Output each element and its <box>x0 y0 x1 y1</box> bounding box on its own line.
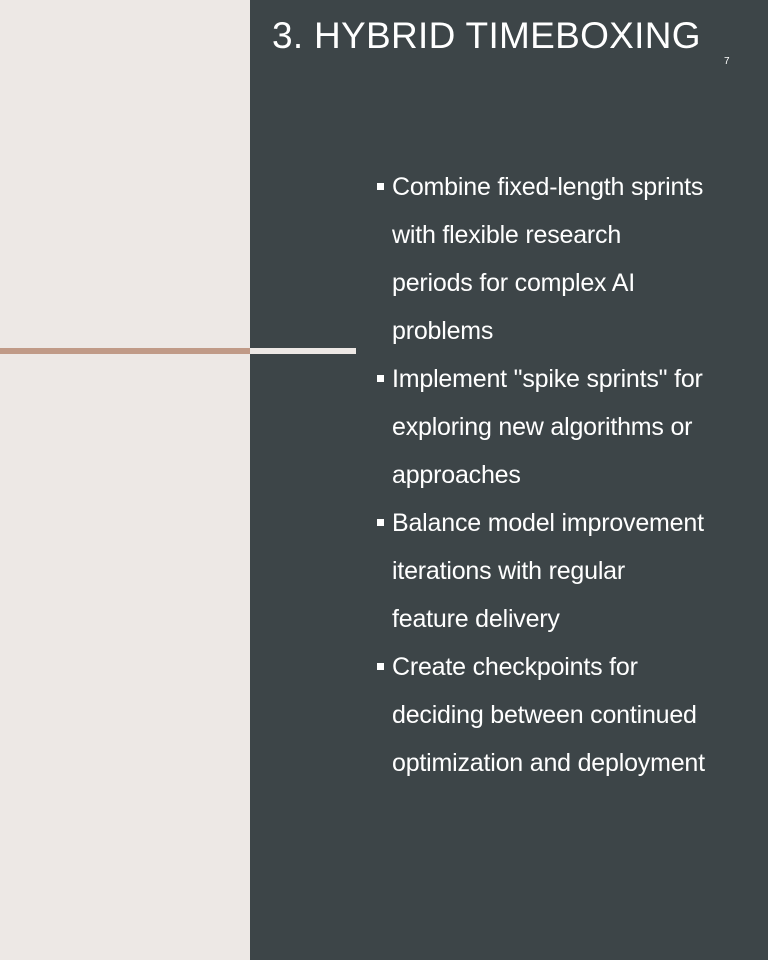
bullet-item: Implement "spike sprints" for exploring … <box>374 355 768 499</box>
left-panel <box>0 0 250 960</box>
bullet-item: Balance model improvement iterations wit… <box>374 499 768 643</box>
bullet-text: Combine fixed-length sprints with flexib… <box>392 173 704 345</box>
bullet-text: Balance model improvement iterations wit… <box>392 509 704 633</box>
right-panel <box>250 0 768 960</box>
bullet-item: Create checkpoints for deciding between … <box>374 643 768 787</box>
bullet-text: Create checkpoints for deciding between … <box>392 653 705 777</box>
slide-title: 3. HYBRID TIMEBOXING <box>272 15 701 56</box>
square-bullet-icon <box>374 643 392 691</box>
bullet-item: Combine fixed-length sprints with flexib… <box>374 163 768 355</box>
square-bullet-icon <box>374 499 392 547</box>
bullet-list: Combine fixed-length sprints with flexib… <box>374 163 768 787</box>
page-number: 7 <box>724 56 730 67</box>
square-bullet-icon <box>374 355 392 403</box>
bullet-text: Implement "spike sprints" for exploring … <box>392 365 703 489</box>
accent-line <box>0 348 250 354</box>
divider-line <box>250 348 356 354</box>
square-bullet-icon <box>374 163 392 211</box>
